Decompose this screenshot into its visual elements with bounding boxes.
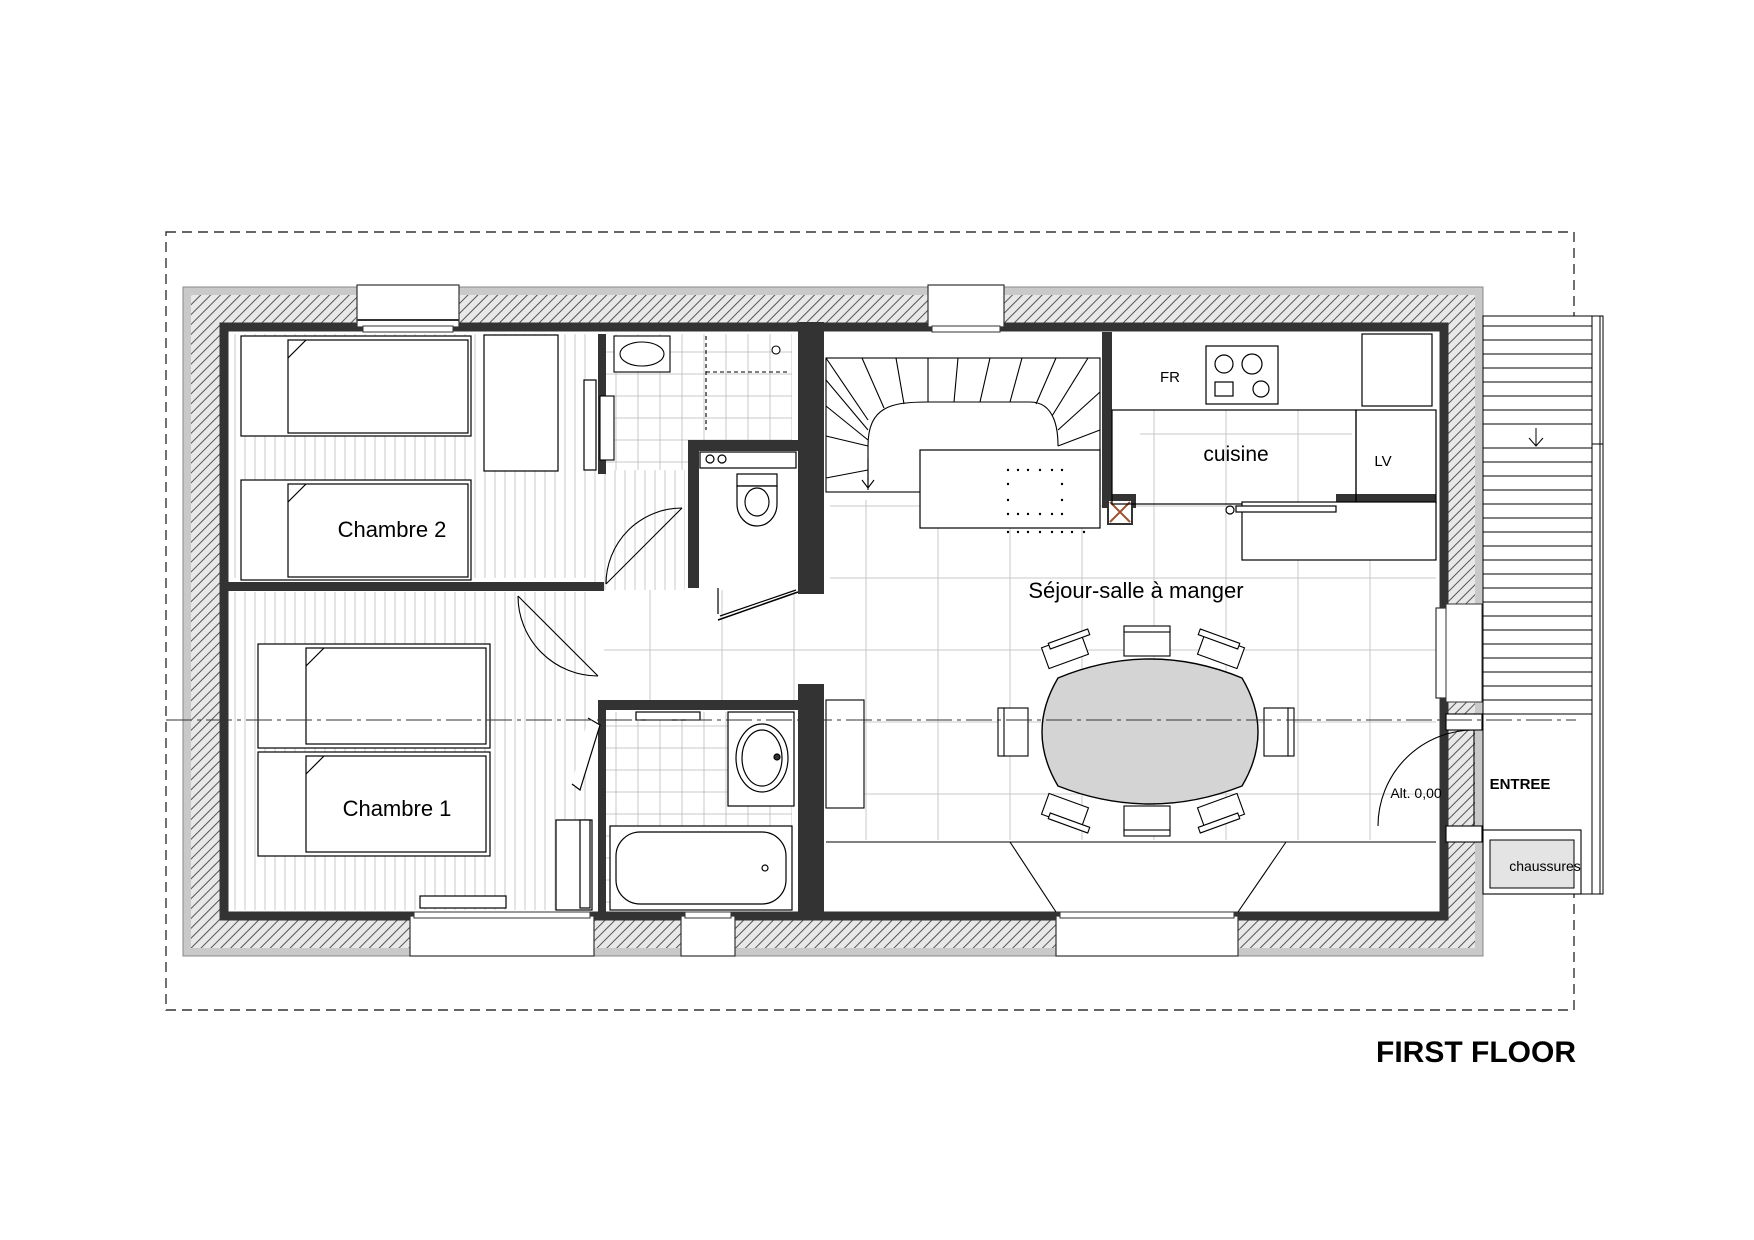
dining-chairs [997,625,1295,837]
altitude-label: Alt. 0,00 [1390,785,1442,801]
kitchen [1111,333,1437,561]
hall-floor-tiles [604,590,830,700]
cuisine-label: cuisine [1203,443,1268,466]
chambre1-floor [231,592,593,910]
dishwasher-label: LV [1374,453,1391,470]
exterior-stair [1482,315,1604,895]
shower-room [599,335,788,461]
shoes-label: chaussures [1509,858,1581,874]
bay-window [826,841,1436,913]
sideboard [825,699,865,809]
floor-title: FIRST FLOOR [1376,1036,1576,1069]
bedroom-doors [517,507,683,677]
corridor-floor [593,470,685,590]
stair-dots [1006,468,1086,534]
kitchen-floor-tiles [1140,410,1352,510]
chambre1-label: Chambre 1 [343,796,452,821]
bathroom [609,711,795,911]
wc [699,451,799,621]
chambre1-furniture [257,643,601,911]
chambre2-label: Chambre 2 [338,517,447,542]
staircase [825,357,1101,529]
fridge-label: FR [1160,369,1180,386]
sejour-label: Séjour-salle à manger [1028,578,1243,603]
shoe-cabinet [1482,829,1582,895]
entrance-door [1377,713,1483,843]
chambre2-furniture [240,334,597,581]
windows [356,284,1483,957]
entrance-label: ENTREE [1490,776,1551,793]
dining-table [1041,658,1259,805]
